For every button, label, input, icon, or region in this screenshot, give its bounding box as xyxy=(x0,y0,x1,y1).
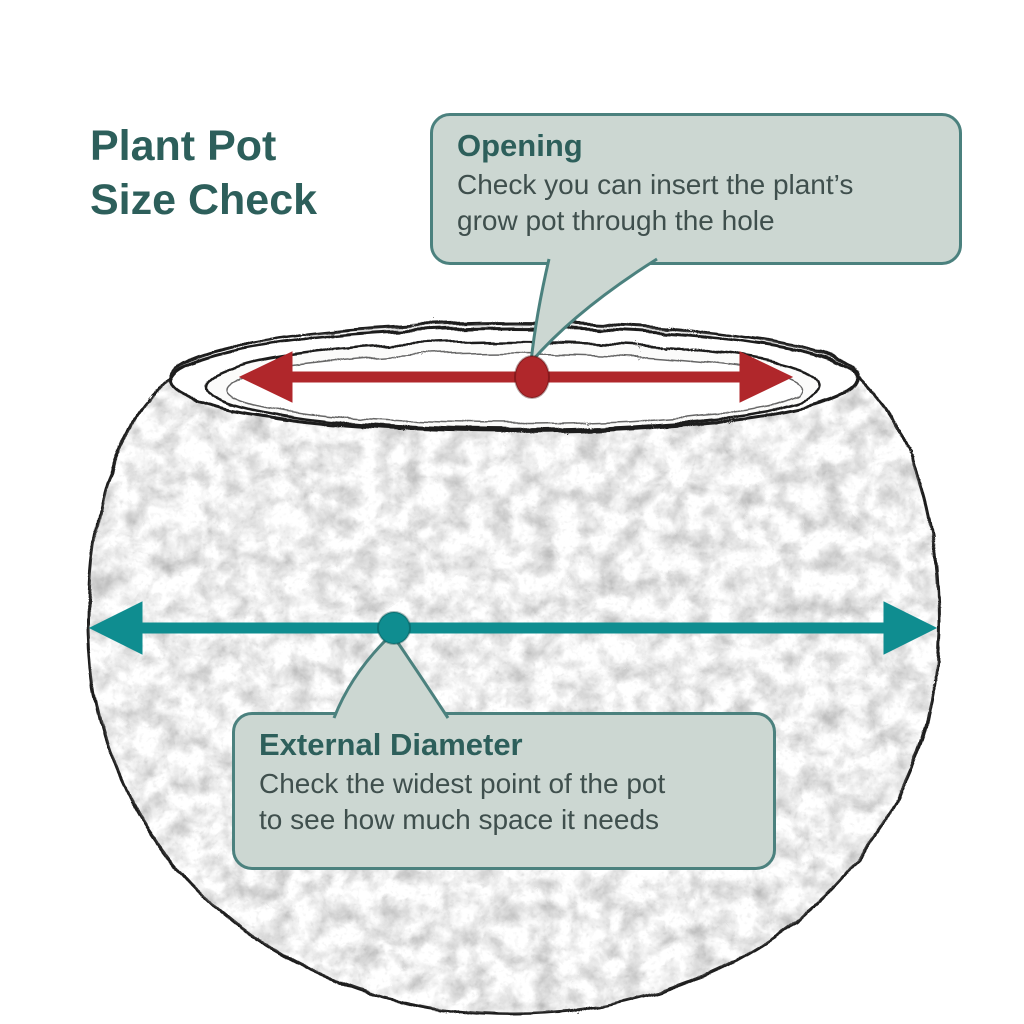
pot-illustration xyxy=(85,319,939,1014)
callout-heading: Opening xyxy=(457,128,583,163)
callout-body: Check the widest point of the pot to see… xyxy=(259,768,666,836)
arrow-head-right xyxy=(739,351,794,403)
pot-texture xyxy=(87,321,937,1012)
arrow-head-left xyxy=(88,601,143,655)
external-diameter-arrow xyxy=(88,601,938,655)
callout-body: Check you can insert the plant’s grow po… xyxy=(457,169,854,237)
page-title: Plant Pot Size Check xyxy=(90,122,318,224)
opening-callout: Opening Check you can insert the plant’s… xyxy=(430,113,962,265)
callout-heading: External Diameter xyxy=(259,727,523,762)
external-diameter-callout: External Diameter Check the widest point… xyxy=(232,712,776,870)
pot-opening-inner-ellipse xyxy=(223,351,801,423)
arrow-head-right xyxy=(883,601,938,655)
arrow-head-left xyxy=(238,351,293,403)
